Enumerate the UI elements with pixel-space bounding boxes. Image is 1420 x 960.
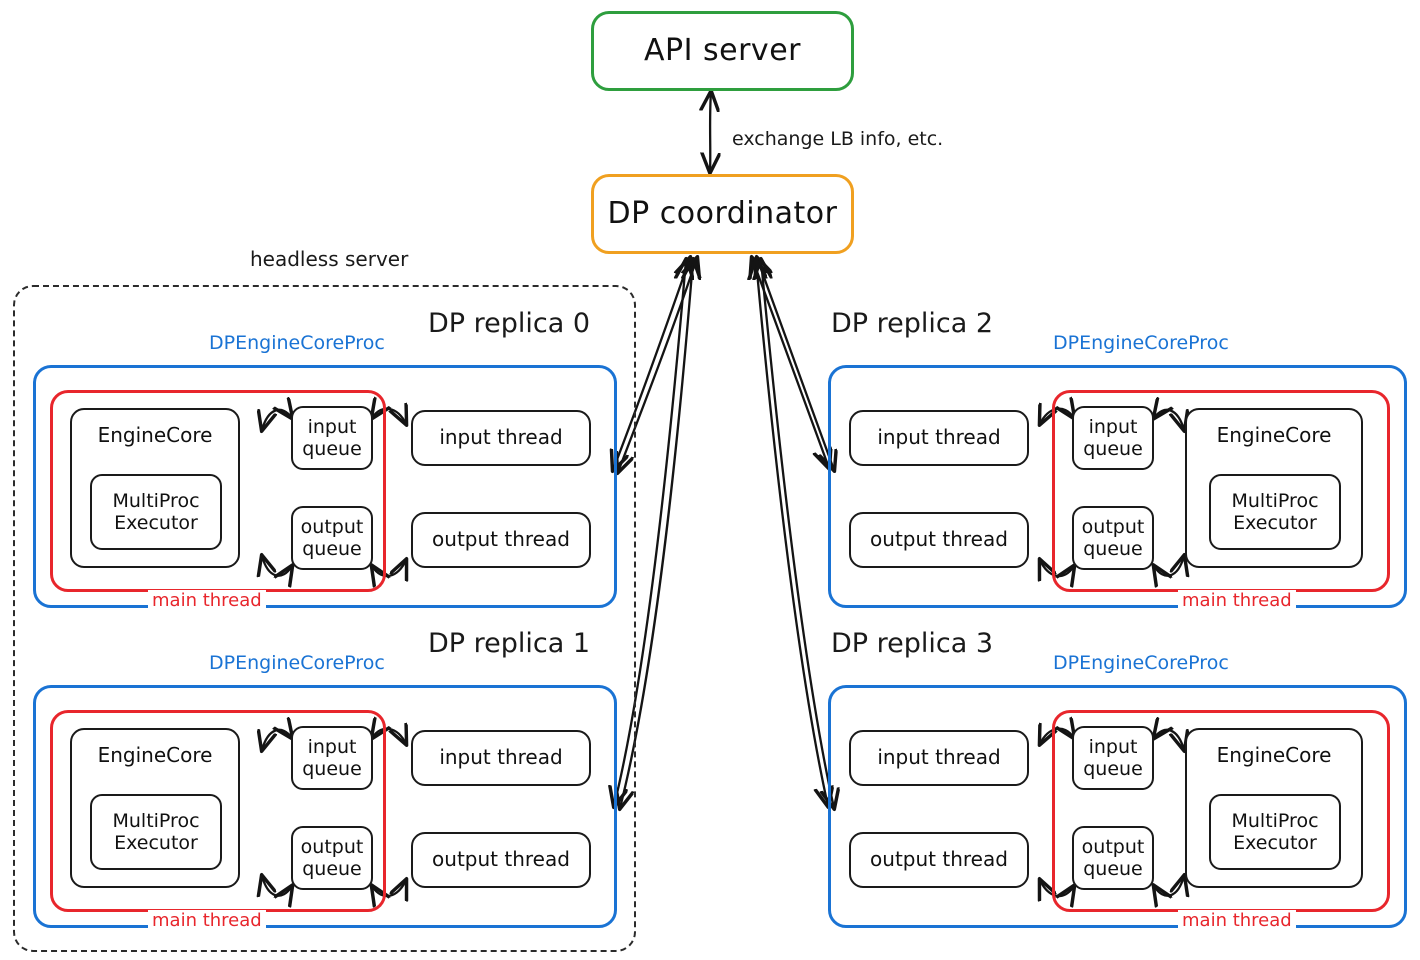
input-thread-label: input thread bbox=[877, 425, 1001, 450]
replica-1-input-queue[interactable]: input queue bbox=[291, 726, 373, 790]
replica-0-output-thread[interactable]: output thread bbox=[411, 512, 591, 568]
dp-coordinator-label: DP coordinator bbox=[607, 196, 838, 232]
replica-0-multiproc-executor[interactable]: MultiProc Executor bbox=[90, 474, 222, 550]
replica-2-input-thread[interactable]: input thread bbox=[849, 410, 1029, 466]
engine-core-label: EngineCore bbox=[97, 423, 213, 447]
multiproc-executor-label: MultiProc Executor bbox=[1231, 489, 1319, 534]
engine-core-label: EngineCore bbox=[1216, 743, 1332, 767]
output-thread-label: output thread bbox=[870, 527, 1008, 552]
replica-3-output-queue[interactable]: output queue bbox=[1072, 826, 1154, 890]
replica-1-title: DP replica 1 bbox=[428, 628, 591, 659]
multiproc-executor-label: MultiProc Executor bbox=[1231, 809, 1319, 854]
replica-2-process-box[interactable] bbox=[828, 365, 1407, 608]
replica-0-output-queue[interactable]: output queue bbox=[291, 506, 373, 570]
replica-0-title: DP replica 0 bbox=[428, 308, 591, 339]
multiproc-executor-label: MultiProc Executor bbox=[112, 489, 200, 534]
input-queue-label: input queue bbox=[1083, 735, 1143, 780]
replica-2-main-thread-label: main thread bbox=[1178, 590, 1296, 611]
output-queue-label: output queue bbox=[1081, 835, 1145, 880]
replica-2-output-queue[interactable]: output queue bbox=[1072, 506, 1154, 570]
input-queue-label: input queue bbox=[1083, 415, 1143, 460]
api-server-label: API server bbox=[644, 33, 801, 69]
replica-2-process-label: DPEngineCoreProc bbox=[1053, 332, 1229, 354]
replica-3-main-thread-label: main thread bbox=[1178, 910, 1296, 931]
replica-0-process-label: DPEngineCoreProc bbox=[209, 332, 385, 354]
input-thread-label: input thread bbox=[439, 425, 563, 450]
input-thread-label: input thread bbox=[877, 745, 1001, 770]
replica-3-output-thread[interactable]: output thread bbox=[849, 832, 1029, 888]
replica-1-process-label: DPEngineCoreProc bbox=[209, 652, 385, 674]
input-thread-label: input thread bbox=[439, 745, 563, 770]
replica-3-input-queue[interactable]: input queue bbox=[1072, 726, 1154, 790]
engine-core-label: EngineCore bbox=[1216, 423, 1332, 447]
replica-0-input-queue[interactable]: input queue bbox=[291, 406, 373, 470]
headless-server-boundary bbox=[13, 285, 636, 952]
engine-core-label: EngineCore bbox=[97, 743, 213, 767]
replica-3-title: DP replica 3 bbox=[831, 628, 994, 659]
dp-coordinator-box[interactable]: DP coordinator bbox=[591, 174, 854, 254]
replica-2-input-queue[interactable]: input queue bbox=[1072, 406, 1154, 470]
output-queue-label: output queue bbox=[1081, 515, 1145, 560]
replica-3-multiproc-executor[interactable]: MultiProc Executor bbox=[1209, 794, 1341, 870]
output-thread-label: output thread bbox=[432, 527, 570, 552]
api-server-box[interactable]: API server bbox=[591, 11, 854, 91]
replica-0-process-box[interactable] bbox=[33, 365, 617, 608]
replica-3-process-label: DPEngineCoreProc bbox=[1053, 652, 1229, 674]
replica-0-input-thread[interactable]: input thread bbox=[411, 410, 591, 466]
headless-server-label: headless server bbox=[250, 247, 409, 271]
replica-1-process-box[interactable] bbox=[33, 685, 617, 928]
replica-1-multiproc-executor[interactable]: MultiProc Executor bbox=[90, 794, 222, 870]
replica-2-title: DP replica 2 bbox=[831, 308, 994, 339]
replica-1-input-thread[interactable]: input thread bbox=[411, 730, 591, 786]
output-queue-label: output queue bbox=[300, 835, 364, 880]
replica-0-main-thread-label: main thread bbox=[148, 590, 266, 611]
replica-2-multiproc-executor[interactable]: MultiProc Executor bbox=[1209, 474, 1341, 550]
replica-1-main-thread-label: main thread bbox=[148, 910, 266, 931]
replica-1-output-queue[interactable]: output queue bbox=[291, 826, 373, 890]
coordinator-link-label: exchange LB info, etc. bbox=[729, 128, 947, 150]
output-thread-label: output thread bbox=[432, 847, 570, 872]
replica-3-process-box[interactable] bbox=[828, 685, 1407, 928]
input-queue-label: input queue bbox=[302, 735, 362, 780]
replica-3-input-thread[interactable]: input thread bbox=[849, 730, 1029, 786]
replica-1-output-thread[interactable]: output thread bbox=[411, 832, 591, 888]
output-thread-label: output thread bbox=[870, 847, 1008, 872]
input-queue-label: input queue bbox=[302, 415, 362, 460]
replica-2-output-thread[interactable]: output thread bbox=[849, 512, 1029, 568]
multiproc-executor-label: MultiProc Executor bbox=[112, 809, 200, 854]
output-queue-label: output queue bbox=[300, 515, 364, 560]
